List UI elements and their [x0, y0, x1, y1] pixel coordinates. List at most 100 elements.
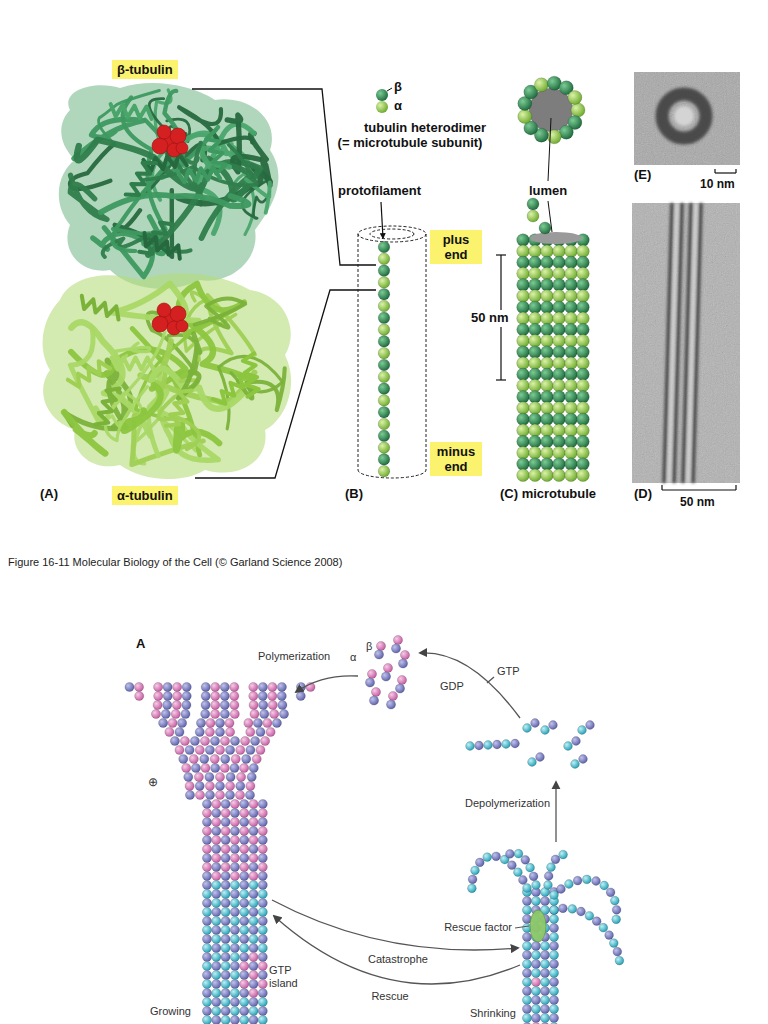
tubulin-bead — [577, 424, 590, 437]
tubulin-bead — [240, 979, 249, 988]
tubulin-bead — [212, 835, 221, 844]
tubulin-bead — [577, 301, 590, 314]
tubulin-bead — [205, 790, 214, 799]
gtp-site — [152, 125, 188, 335]
tubulin-bead — [541, 379, 554, 392]
tubulin-bead — [249, 1006, 258, 1015]
tubulin-bead — [240, 961, 249, 970]
tubulin-bead — [221, 934, 230, 943]
tubulin-bead — [195, 745, 204, 754]
tubulin-bead — [565, 413, 578, 426]
tubulin-bead — [553, 368, 566, 381]
tubulin-bead — [202, 952, 211, 961]
tubulin-bead — [541, 357, 554, 370]
tubulin-bead — [568, 91, 582, 105]
tubulin-bead — [565, 379, 578, 392]
tubulin-bead — [202, 826, 211, 835]
highlight-box: plus end — [430, 230, 482, 264]
tubulin-bead — [553, 357, 566, 370]
tubulin-bead — [258, 835, 267, 844]
tubulin-bead — [565, 357, 578, 370]
tubulin-bead — [220, 736, 229, 745]
tubulin-bead — [256, 745, 265, 754]
tubulin-bead — [221, 916, 230, 925]
tubulin-bead — [553, 256, 566, 269]
tubulin-bead — [226, 727, 235, 736]
tubulin-bead — [541, 458, 554, 471]
bracket-line — [192, 89, 376, 265]
tubulin-bead — [212, 961, 221, 970]
tubulin-bead — [541, 267, 554, 280]
tubulin-bead — [565, 458, 578, 471]
tubulin-bead — [383, 663, 392, 672]
tubulin-bead — [258, 1006, 267, 1015]
tubulin-bead — [549, 905, 558, 914]
tubulin-bead — [517, 458, 530, 471]
tubulin-bead — [230, 862, 239, 871]
box-text: β-tubulin — [117, 62, 173, 77]
bracket-line — [195, 290, 376, 478]
tubulin-bead — [577, 458, 590, 471]
tubulin-bead — [215, 718, 224, 727]
tubulin-bead — [466, 742, 475, 751]
tubulin-bead — [475, 741, 484, 750]
tubulin-bead — [531, 1004, 540, 1013]
tubulin-bead — [547, 863, 556, 872]
tubulin-bead — [202, 943, 211, 952]
tubulin-bead — [240, 835, 249, 844]
tubulin-bead — [531, 950, 540, 959]
ribbon-strand — [178, 334, 200, 399]
tubulin-bead — [572, 737, 581, 746]
tubulin-bead — [182, 763, 191, 772]
tubulin-bead — [521, 855, 530, 864]
tubulin-bead — [202, 961, 211, 970]
tubulin-bead — [553, 301, 566, 314]
tubulin-bead — [565, 447, 578, 460]
tubulin-bead — [180, 736, 189, 745]
ribbon-strand — [158, 380, 199, 449]
tubulin-bead — [508, 861, 517, 870]
tubulin-bead — [190, 736, 199, 745]
tubulin-bead — [577, 335, 590, 348]
tubulin-bead — [541, 312, 554, 325]
tubulin-bead — [221, 826, 230, 835]
tubulin-bead — [577, 323, 590, 336]
tubulin-bead — [220, 682, 229, 691]
tubulin-bead — [502, 740, 511, 749]
tubulin-bead — [246, 745, 255, 754]
tubulin-bead — [565, 424, 578, 437]
tubulin-bead — [230, 682, 239, 691]
tubulin-bead — [541, 301, 554, 314]
tubulin-bead — [378, 454, 390, 466]
pointer-arrow — [381, 202, 383, 238]
tubulin-bead — [240, 871, 249, 880]
tubulin-bead — [258, 853, 267, 862]
tubulin-bead — [529, 402, 542, 415]
tubulin-bead — [378, 288, 390, 300]
leader-line — [515, 926, 529, 928]
tubulin-bead — [202, 853, 211, 862]
tubulin-bead — [531, 977, 540, 986]
tubulin-bead — [514, 849, 523, 858]
tubulin-bead — [258, 1015, 267, 1024]
tubulin-bead — [615, 956, 624, 965]
tubulin-bead — [221, 988, 230, 997]
tubulin-bead — [529, 335, 542, 348]
tubulin-bead — [240, 907, 249, 916]
tubulin-bead — [573, 876, 582, 885]
tubulin-bead — [221, 871, 230, 880]
tubulin-bead — [540, 941, 549, 950]
tubulin-bead — [378, 347, 390, 359]
tubulin-bead — [258, 916, 267, 925]
tubulin-bead — [249, 997, 258, 1006]
tubulin-bead — [220, 763, 229, 772]
tubulin-bead — [540, 1004, 549, 1013]
tubulin-bead — [540, 968, 549, 977]
tubulin-bead — [586, 721, 595, 730]
tubulin-bead — [212, 880, 221, 889]
protofilament-beads — [378, 241, 390, 477]
tubulin-bead — [529, 447, 542, 460]
ribbon-strand — [124, 385, 161, 431]
tubulin-bead — [249, 817, 258, 826]
tubulin-bead — [571, 760, 580, 769]
